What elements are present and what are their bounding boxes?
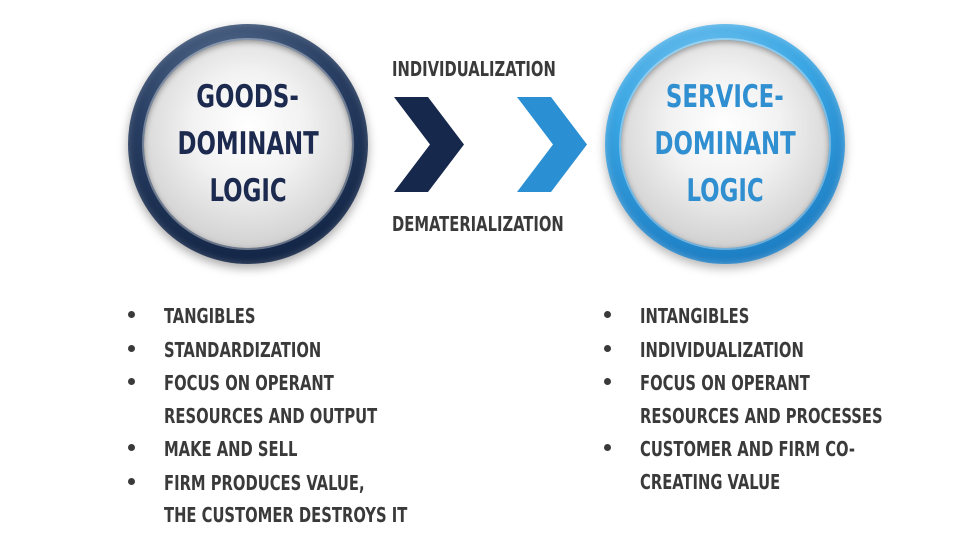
list-item-text-cont: CREATING VALUE	[640, 469, 781, 494]
list-item-text-cont: THE CUSTOMER DESTROYS IT	[164, 503, 408, 527]
list-item: STANDARDIZATION	[128, 334, 461, 367]
service-dominant-characteristics-list: INTANGIBLES INDIVIDUALIZATION FOCUS ON O…	[604, 300, 936, 499]
list-item-text: TANGIBLES	[164, 304, 256, 328]
list-item: FOCUS ON OPERANT RESOURCES AND OUTPUT	[128, 367, 461, 432]
list-item: TANGIBLES	[128, 300, 461, 333]
bullet-icon	[604, 444, 611, 451]
left-circle-line-1: GOODS-	[196, 78, 300, 115]
bullet-icon	[604, 378, 611, 385]
chevron-dark-shape	[394, 97, 464, 192]
bullet-icon	[128, 378, 135, 385]
list-item-text-cont: RESOURCES AND PROCESSES	[640, 403, 883, 428]
list-item-text: FOCUS ON OPERANT	[164, 371, 334, 395]
goods-dominant-characteristics-list: TANGIBLES STANDARDIZATION FOCUS ON OPERA…	[128, 300, 461, 533]
list-item: MAKE AND SELL	[128, 433, 461, 466]
right-circle-line-3: LOGIC	[686, 172, 764, 209]
list-item-text: CUSTOMER AND FIRM CO-	[640, 437, 856, 461]
bullet-icon	[604, 344, 611, 352]
bullet-icon	[128, 311, 135, 318]
left-circle-line-3: LOGIC	[209, 172, 287, 209]
list-item-text: FOCUS ON OPERANT	[640, 371, 810, 395]
right-circle-line-1: SERVICE-	[666, 78, 784, 115]
list-item: INTANGIBLES	[604, 300, 936, 333]
chevron-light-shape	[517, 97, 587, 192]
list-item-text: INDIVIDUALIZATION	[640, 337, 804, 362]
list-item-text: STANDARDIZATION	[164, 337, 322, 362]
list-item: INDIVIDUALIZATION	[604, 334, 936, 367]
list-item: FOCUS ON OPERANT RESOURCES AND PROCESSES	[604, 367, 936, 432]
bullet-icon	[128, 344, 135, 352]
bullet-icon	[604, 311, 611, 318]
individualization-label: INDIVIDUALIZATION	[392, 57, 556, 81]
goods-dominant-logic-inner: GOODS- DOMINANT LOGIC	[144, 40, 352, 248]
list-item-text: INTANGIBLES	[640, 304, 750, 328]
list-item: FIRM PRODUCES VALUE, THE CUSTOMER DESTRO…	[128, 467, 461, 532]
list-item-text: MAKE AND SELL	[164, 437, 298, 461]
left-circle-line-2: DOMINANT	[177, 125, 319, 162]
service-dominant-logic-inner: SERVICE- DOMINANT LOGIC	[621, 40, 829, 248]
goods-dominant-logic-circle: GOODS- DOMINANT LOGIC	[128, 24, 368, 264]
right-circle-line-2: DOMINANT	[654, 125, 796, 162]
list-item: CUSTOMER AND FIRM CO- CREATING VALUE	[604, 433, 936, 498]
list-item-text-cont: RESOURCES AND OUTPUT	[164, 403, 378, 428]
dematerialization-label: DEMATERIALIZATION	[392, 212, 564, 236]
list-item-text: FIRM PRODUCES VALUE,	[164, 470, 365, 495]
service-dominant-logic-circle: SERVICE- DOMINANT LOGIC	[605, 24, 845, 264]
bullet-icon	[128, 477, 135, 485]
bullet-icon	[128, 444, 135, 451]
chevron-right-icon-dark	[394, 97, 464, 192]
chevron-right-icon-light	[517, 97, 587, 192]
